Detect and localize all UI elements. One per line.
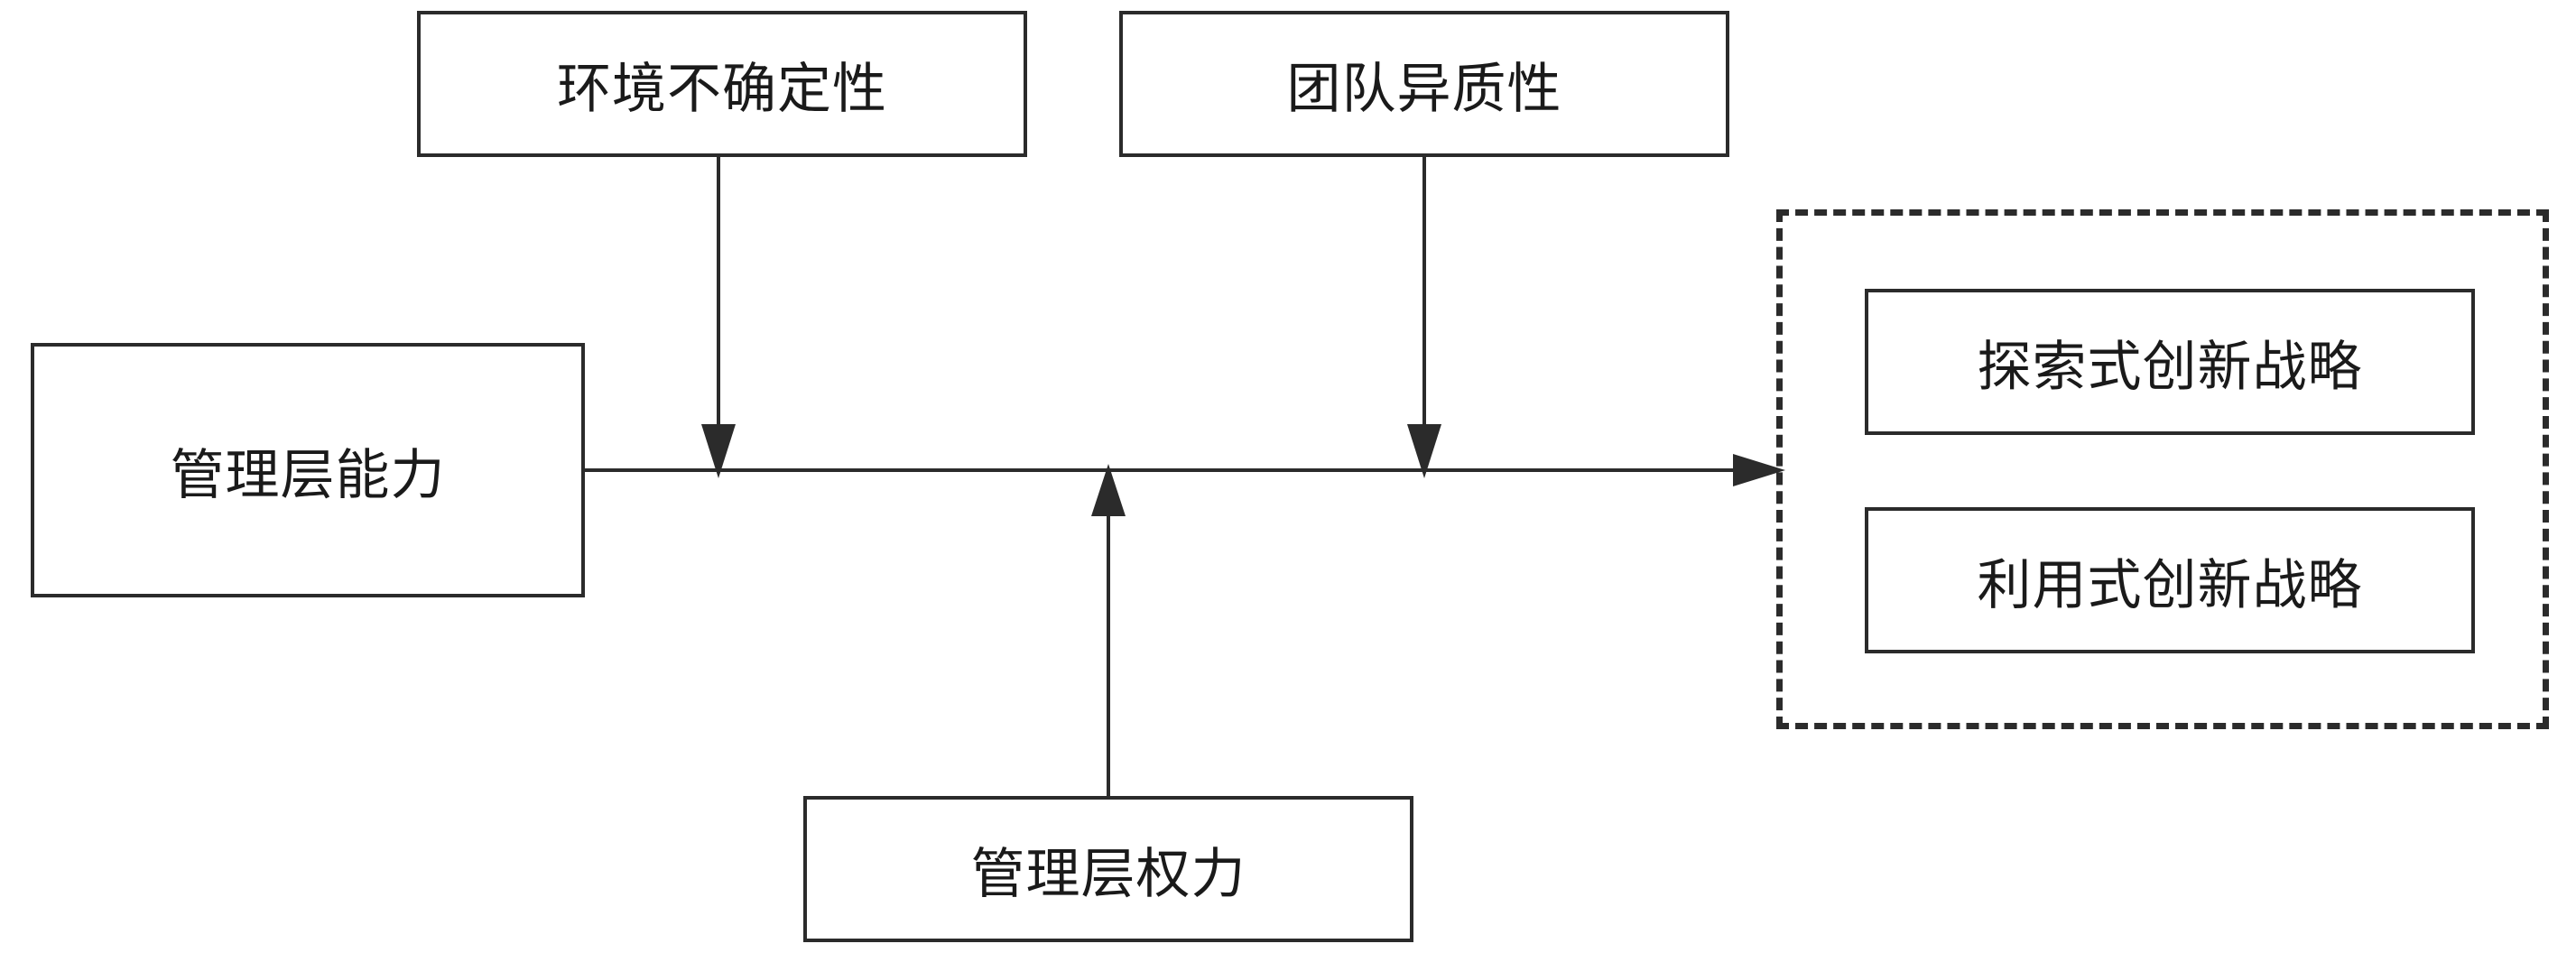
node-exploratory-innovation-label: 探索式创新战略 bbox=[1977, 335, 2363, 399]
team-moderation-arrowhead bbox=[1407, 424, 1441, 478]
innovation-strategy-group bbox=[1776, 209, 2549, 729]
node-exploitative-innovation: 利用式创新战略 bbox=[1865, 507, 2475, 653]
node-exploitative-innovation-label: 利用式创新战略 bbox=[1977, 553, 2363, 617]
main-path-arrowhead bbox=[1733, 454, 1785, 486]
power-moderation-arrowhead bbox=[1091, 464, 1126, 516]
node-environment-uncertainty-label: 环境不确定性 bbox=[557, 57, 887, 121]
env-moderation-arrowhead bbox=[701, 424, 736, 478]
node-management-ability-label: 管理层能力 bbox=[170, 443, 446, 507]
node-management-power-label: 管理层权力 bbox=[970, 842, 1246, 906]
node-exploratory-innovation: 探索式创新战略 bbox=[1865, 289, 2475, 435]
node-management-ability: 管理层能力 bbox=[31, 343, 585, 597]
node-team-heterogeneity: 团队异质性 bbox=[1119, 11, 1729, 157]
node-management-power: 管理层权力 bbox=[803, 796, 1413, 942]
node-environment-uncertainty: 环境不确定性 bbox=[417, 11, 1027, 157]
node-team-heterogeneity-label: 团队异质性 bbox=[1286, 57, 1562, 121]
